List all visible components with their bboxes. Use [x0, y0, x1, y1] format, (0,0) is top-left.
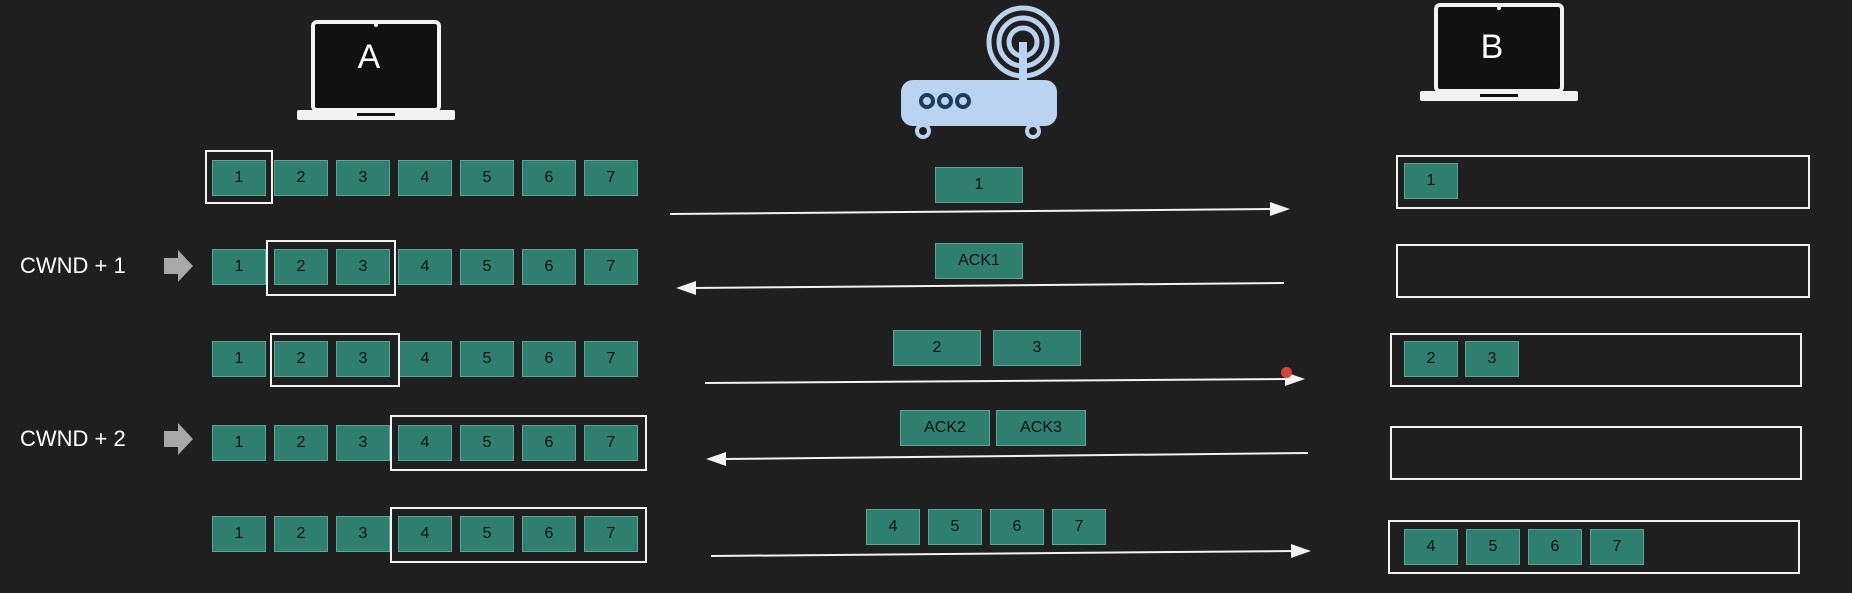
in-flight-packet: 6	[990, 509, 1044, 545]
sender-packet: 5	[460, 425, 514, 461]
router-icon	[901, 5, 1060, 139]
cwnd-plus-2-label: CWND + 2	[20, 426, 126, 451]
sender-packet: 5	[460, 516, 514, 552]
receiver-buffer	[1390, 426, 1802, 480]
sender-packet: 3	[336, 160, 390, 196]
in-flight-packet: 3	[993, 330, 1081, 366]
host-a-label: A	[357, 38, 381, 76]
ack-packet: ACK3	[996, 410, 1086, 446]
sender-packet: 6	[522, 249, 576, 285]
laptop-b-icon	[1420, 3, 1578, 101]
sender-packet: 6	[522, 341, 576, 377]
receiver-buffer	[1388, 520, 1800, 574]
sender-packet: 1	[212, 516, 266, 552]
sender-packet: 4	[398, 160, 452, 196]
send-arrow	[669, 202, 1290, 216]
sender-packet: 7	[584, 341, 638, 377]
congestion-window	[270, 333, 400, 387]
send-arrow	[710, 544, 1311, 558]
laptop-a-icon	[297, 20, 455, 120]
receiver-buffer	[1396, 155, 1810, 209]
in-flight-packet: 2	[893, 330, 981, 366]
sender-packet: 7	[584, 160, 638, 196]
send-arrow	[704, 372, 1305, 386]
right-arrow-icon	[164, 250, 193, 282]
sender-packet: 7	[584, 425, 638, 461]
host-b-label: B	[1480, 28, 1504, 66]
sender-packet: 2	[274, 249, 328, 285]
sender-packet: 3	[336, 249, 390, 285]
received-packet: 2	[1404, 341, 1458, 377]
in-flight-packet: 1	[935, 167, 1023, 203]
in-flight-packet: 7	[1052, 509, 1106, 545]
congestion-window	[390, 415, 647, 471]
received-packet: 7	[1590, 529, 1644, 565]
received-packet: 1	[1404, 163, 1458, 199]
received-packet: 4	[1404, 529, 1458, 565]
cwnd-plus-1-label: CWND + 1	[20, 253, 126, 278]
cursor-dot	[1281, 367, 1292, 378]
congestion-window	[390, 507, 647, 563]
sender-packet: 7	[584, 516, 638, 552]
sender-packet: 1	[212, 160, 266, 196]
ack-arrow	[676, 281, 1285, 295]
received-packet: 6	[1528, 529, 1582, 565]
in-flight-packet: 5	[928, 509, 982, 545]
sender-packet: 2	[274, 516, 328, 552]
sender-packet: 5	[460, 249, 514, 285]
sender-packet: 4	[398, 516, 452, 552]
sender-packet: 2	[274, 341, 328, 377]
sender-packet: 6	[522, 425, 576, 461]
sender-packet: 6	[522, 516, 576, 552]
congestion-window	[205, 150, 273, 204]
sender-packet: 1	[212, 249, 266, 285]
receiver-buffer	[1390, 333, 1802, 387]
sender-packet: 3	[336, 425, 390, 461]
ack-arrow	[706, 452, 1309, 466]
sender-packet: 5	[460, 341, 514, 377]
sender-packet: 6	[522, 160, 576, 196]
ack-packet: ACK1	[935, 243, 1023, 279]
sender-packet: 1	[212, 425, 266, 461]
sender-packet: 4	[398, 249, 452, 285]
received-packet: 5	[1466, 529, 1520, 565]
sender-packet: 3	[336, 341, 390, 377]
sender-packet: 3	[336, 516, 390, 552]
sender-packet: 5	[460, 160, 514, 196]
in-flight-packet: 4	[866, 509, 920, 545]
right-arrow-icon	[164, 423, 193, 455]
sender-packet: 2	[274, 160, 328, 196]
sender-packet: 7	[584, 249, 638, 285]
receiver-buffer	[1396, 244, 1810, 298]
ack-packet: ACK2	[900, 410, 990, 446]
received-packet: 3	[1465, 341, 1519, 377]
sender-packet: 2	[274, 425, 328, 461]
sender-packet: 1	[212, 341, 266, 377]
sender-packet: 4	[398, 425, 452, 461]
congestion-window	[266, 240, 396, 296]
sender-packet: 4	[398, 341, 452, 377]
